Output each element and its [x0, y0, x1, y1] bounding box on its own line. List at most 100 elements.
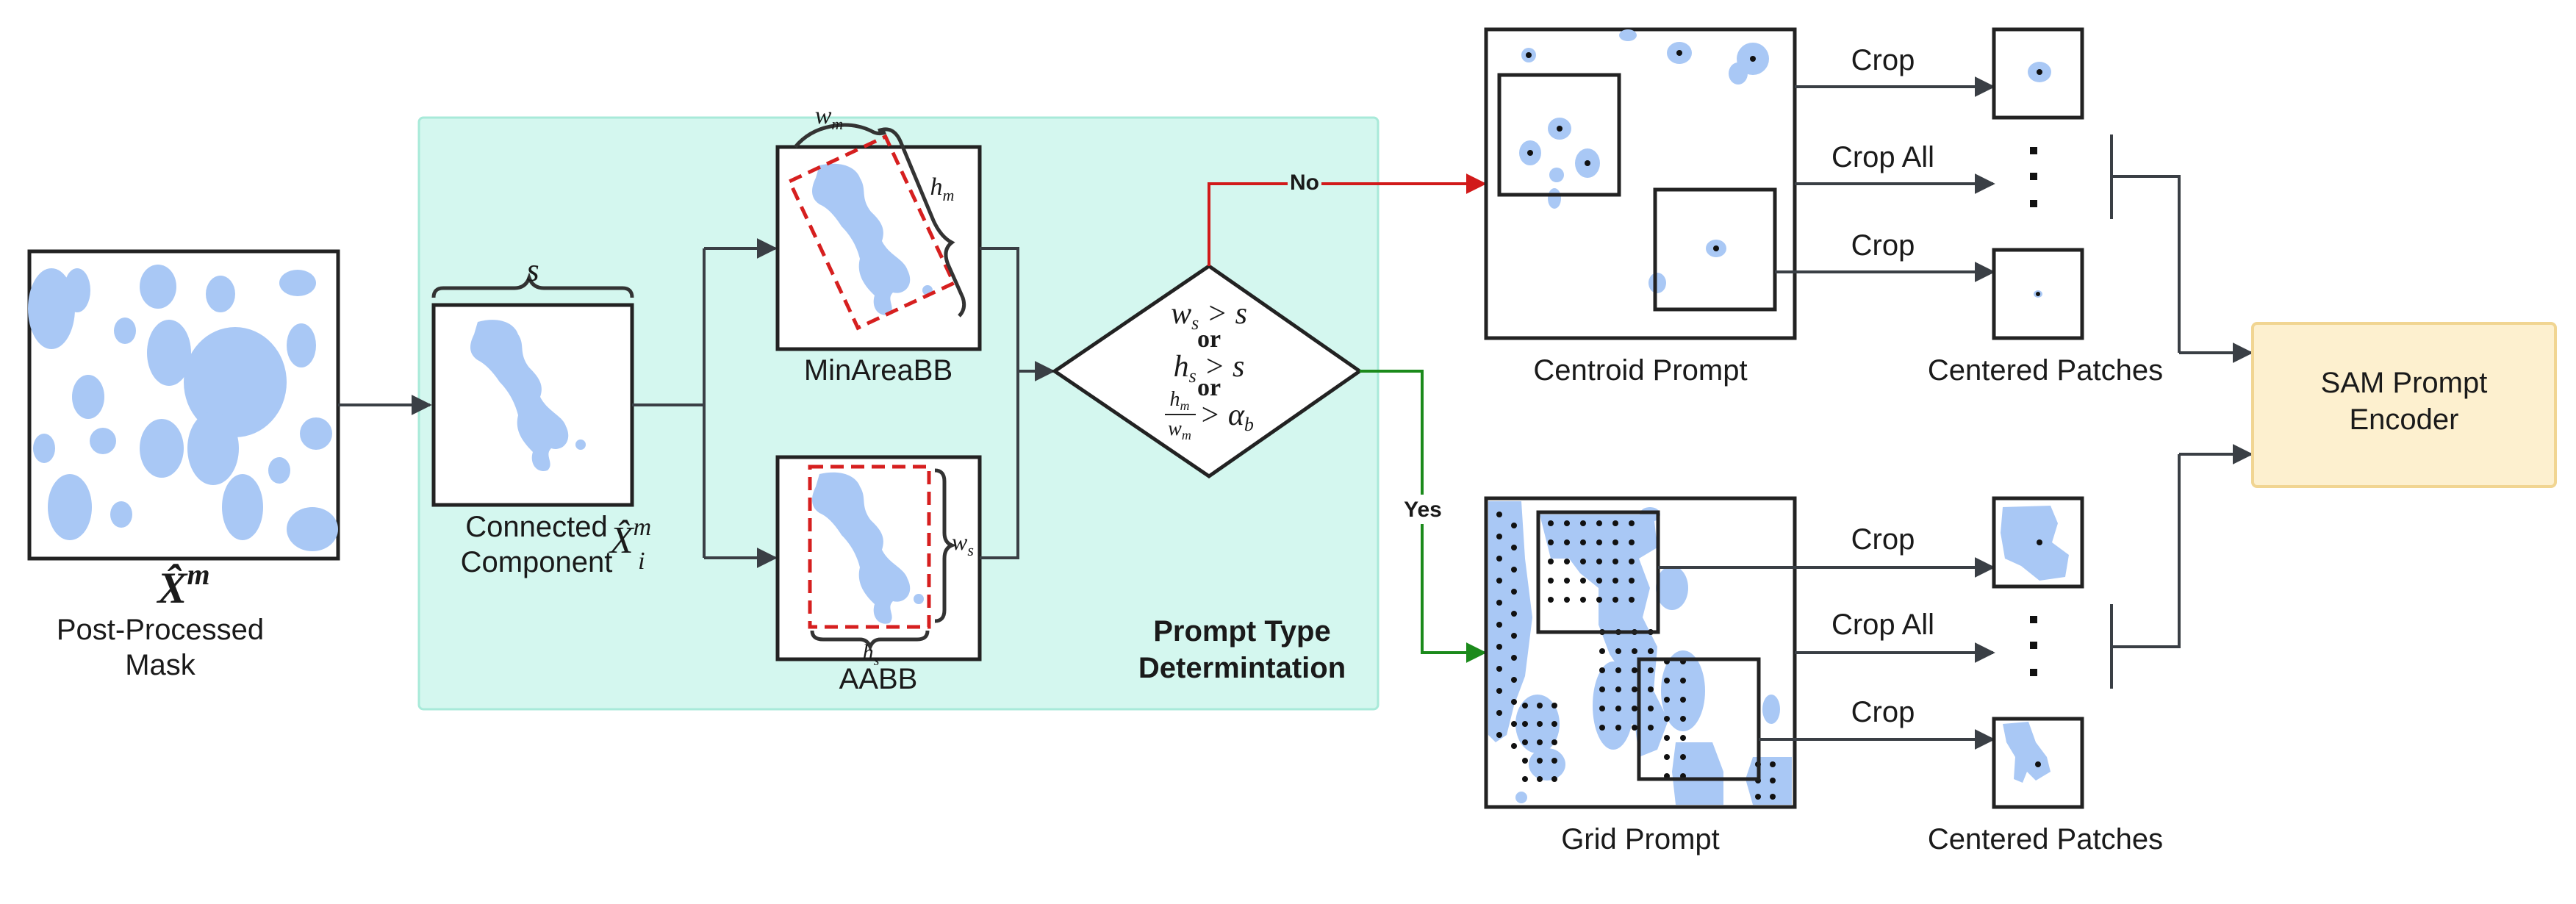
decision-or2: or [1197, 374, 1221, 401]
centroid-prompt-image [1484, 27, 1797, 340]
grid-point [1648, 725, 1654, 731]
grid-point [1612, 520, 1618, 526]
centroid-prompt-label: Centroid Prompt [1533, 354, 1747, 387]
minarea-width-brace [794, 123, 886, 148]
minarea-label: MinAreaBB [804, 354, 952, 387]
grid-point [1615, 648, 1621, 654]
grid-point [1548, 597, 1554, 603]
grid-point [1511, 611, 1517, 617]
centered-patch-bottom-2 [1992, 717, 2084, 809]
grid-point [1564, 520, 1570, 526]
brace-s-label: s [526, 252, 539, 288]
grid-point [1548, 520, 1554, 526]
grid-point [1522, 721, 1528, 727]
input-mask-label-line2: Mask [125, 649, 196, 681]
grid-point [1680, 716, 1686, 722]
grid-point [1615, 686, 1621, 692]
grid-point [1511, 677, 1517, 683]
grid-crop-box-2 [1637, 657, 1761, 781]
grid-prompt-label: Grid Prompt [1561, 823, 1720, 855]
crop-all-label-1: Crop All [1831, 141, 1934, 173]
grid-point [1537, 739, 1543, 745]
grid-point [1599, 667, 1605, 673]
grid-point [1648, 706, 1654, 711]
panel-title-line1: Prompt Type [1153, 615, 1331, 647]
grid-point [1770, 794, 1776, 800]
grid-point [1632, 725, 1637, 731]
aabb-width-brace [934, 468, 957, 623]
grid-point [1496, 688, 1502, 694]
grid-point [1629, 578, 1635, 584]
input-mask-label-line1: Post-Processed [57, 614, 264, 646]
centroid-crop-box-2 [1653, 187, 1777, 312]
grid-point [1537, 721, 1543, 727]
grid-point [1596, 559, 1602, 564]
centered-patch-top-1 [1992, 27, 2084, 120]
aabb-w-label: ws [952, 528, 974, 559]
encoder-label-line2: Encoder [2350, 403, 2459, 436]
grid-point [1537, 758, 1543, 764]
grid-point [1511, 589, 1517, 595]
centered-patches-top-label: Centered Patches [1928, 354, 2163, 387]
grid-point [1629, 520, 1635, 526]
yes-label: Yes [1404, 498, 1442, 522]
centered-patch-bottom-1 [1992, 496, 2084, 589]
grid-point [1511, 721, 1517, 727]
grid-point [1511, 699, 1517, 705]
component-label-line1: Connected [465, 511, 607, 543]
grid-point [1511, 633, 1517, 639]
panel-title-line2: Determintation [1138, 652, 1346, 684]
encoder-label-line1: SAM Prompt [2321, 367, 2488, 399]
grid-point [1580, 559, 1586, 564]
grid-point [1770, 761, 1776, 767]
grid-point [1548, 539, 1554, 545]
grid-point [1612, 597, 1618, 603]
grid-prompt-image [1484, 496, 1797, 809]
sam-prompt-encoder [2251, 322, 2557, 488]
grid-point [1537, 703, 1543, 709]
grid-point [1680, 678, 1686, 684]
grid-point [1511, 567, 1517, 573]
decision-diamond [1051, 263, 1363, 479]
merge-connector [980, 247, 1019, 559]
grid-point [1496, 710, 1502, 716]
grid-point [1629, 539, 1635, 545]
decision-cond2: hs > s [1174, 350, 1245, 387]
ellipsis-top [2030, 147, 2037, 207]
grid-point [1680, 735, 1686, 741]
grid-point [1496, 666, 1502, 672]
split-connector [632, 248, 706, 558]
grid-point [1496, 556, 1502, 562]
grid-point [1522, 703, 1528, 709]
grid-point [1511, 655, 1517, 661]
svg-text:wm: wm [1168, 417, 1191, 442]
component-label-line2: Component [461, 546, 613, 578]
grid-point [1564, 559, 1570, 564]
grid-point [1548, 559, 1554, 564]
grid-point [1496, 512, 1502, 517]
grid-crop-box-1 [1536, 510, 1660, 634]
minarea-h-label: hm [930, 173, 955, 204]
minarea-height-brace [878, 127, 966, 318]
grid-point [1664, 754, 1670, 760]
centered-patches-bottom-label: Centered Patches [1928, 823, 2163, 855]
grid-point [1580, 597, 1586, 603]
crop-all-label-2: Crop All [1831, 609, 1934, 641]
connected-component-box [431, 303, 634, 507]
ellipsis-bottom [2030, 616, 2037, 676]
grid-point [1496, 622, 1502, 628]
grid-point [1580, 539, 1586, 545]
grid-point [1511, 545, 1517, 550]
grid-point [1551, 703, 1557, 709]
brace-s [431, 272, 634, 298]
grid-point [1615, 667, 1621, 673]
grid-point [1551, 758, 1557, 764]
grid-point [1551, 739, 1557, 745]
grid-point [1496, 578, 1502, 584]
grid-point [1632, 706, 1637, 711]
decision-cond3: hm wm > αb [1165, 388, 1254, 442]
grid-point [1496, 534, 1502, 539]
grid-point [1612, 539, 1618, 545]
grid-point [1496, 732, 1502, 738]
